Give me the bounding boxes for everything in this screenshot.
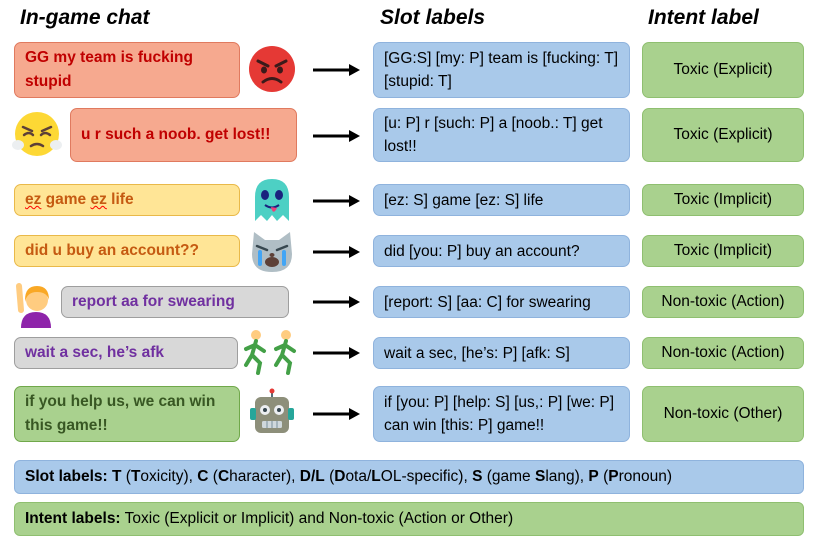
arrow-icon-1 xyxy=(313,64,360,76)
arrow-icon-5 xyxy=(313,296,360,308)
slot-label-1: [GG:S] [my: P] team is [fucking: T] [stu… xyxy=(373,42,630,98)
chat-text-2: u r such a noob. get lost!! xyxy=(81,126,271,143)
intent-label-7: Non-toxic (Other) xyxy=(642,386,804,442)
legend-hl-s: S xyxy=(534,468,546,485)
legend-code-p: P xyxy=(588,468,599,485)
intent-label-4: Toxic (Implicit) xyxy=(642,235,804,267)
legend-code-t: T xyxy=(112,468,122,485)
legend-word-game: game xyxy=(491,468,535,485)
slot-label-3: [ez: S] game [ez: S] life xyxy=(373,184,630,216)
raising-hand-woman-icon xyxy=(16,283,51,328)
chat-message-5: report aa for swearing xyxy=(61,286,289,318)
chat-text-7: if you help us, we can win this game!! xyxy=(25,393,216,434)
slot-text-6: wait a sec, [he’s: P] [afk: S] xyxy=(384,344,570,362)
legend-hl-t: T xyxy=(130,468,141,485)
legend-hl-c: C xyxy=(217,468,230,485)
chat-word-life: life xyxy=(106,191,134,208)
intent-text-5: Non-toxic (Action) xyxy=(661,293,785,310)
intent-text-7: Non-toxic (Other) xyxy=(663,405,783,422)
legend-code-dl: D/L xyxy=(299,468,325,485)
slot-text-7: if [you: P] [help: S] [us,: P] [we: P] c… xyxy=(384,394,615,434)
angry-face-icon xyxy=(249,46,295,92)
chat-message-4: did u buy an account?? xyxy=(14,235,240,267)
intent-labels-legend: Intent labels: Toxic (Explicit or Implic… xyxy=(14,502,804,536)
chat-message-1: GG my team is fucking stupid xyxy=(14,42,240,98)
arrow-icon-6 xyxy=(313,347,360,359)
legend-hl-p: P xyxy=(608,468,619,485)
header-slot-labels: Slot labels xyxy=(380,6,486,29)
legend-hl-d: D xyxy=(334,468,346,485)
legend-word-toxicity: oxicity xyxy=(140,468,184,485)
chat-word-game: game xyxy=(41,191,91,208)
arrow-icon-7 xyxy=(313,408,360,420)
slot-label-5: [report: S] [aa: C] for swearing xyxy=(373,286,630,318)
slot-label-4: did [you: P] buy an account? xyxy=(373,235,630,267)
slot-legend-content: Slot labels: T (Toxicity), C (Character)… xyxy=(25,468,673,485)
arrow-icon-3 xyxy=(313,195,360,207)
intent-text-1: Toxic (Explicit) xyxy=(673,61,773,78)
intent-legend-title: Intent labels: xyxy=(25,510,121,527)
intent-label-2: Toxic (Explicit) xyxy=(642,108,804,162)
legend-word-slang: lang xyxy=(545,468,575,485)
slot-label-2: [u: P] r [such: P] a [noob.: T] get lost… xyxy=(373,108,630,162)
intent-label-5: Non-toxic (Action) xyxy=(642,286,804,318)
chat-text-3: ez game ez life xyxy=(25,188,134,212)
intent-legend-content: Intent labels: Toxic (Explicit or Implic… xyxy=(25,510,513,528)
intent-label-1: Toxic (Explicit) xyxy=(642,42,804,98)
header-in-game-chat: In-game chat xyxy=(20,6,150,29)
legend-word-dota: ota/ xyxy=(345,468,372,485)
intent-label-6: Non-toxic (Action) xyxy=(642,337,804,369)
running-people-icon xyxy=(244,330,296,375)
slot-text-4: did [you: P] buy an account? xyxy=(384,242,580,260)
chat-text-1: GG my team is fucking stupid xyxy=(25,49,193,90)
slot-legend-title: Slot labels: xyxy=(25,468,108,485)
legend-word-pronoun: ronoun xyxy=(618,468,667,485)
legend-code-s: S xyxy=(472,468,483,485)
slot-text-5: [report: S] [aa: C] for swearing xyxy=(384,293,591,311)
slot-text-2: [u: P] r [such: P] a [noob.: T] get lost… xyxy=(384,115,603,155)
robot-icon xyxy=(250,388,294,433)
ghost-tongue-icon xyxy=(255,179,289,221)
legend-hl-l: L xyxy=(371,468,381,485)
triumph-face-icon xyxy=(12,112,62,156)
chat-text-5: report aa for swearing xyxy=(72,293,235,310)
legend-word-character: haracter xyxy=(229,468,287,485)
arrow-icon-4 xyxy=(313,246,360,258)
legend-code-c: C xyxy=(197,468,209,485)
slot-text-3: [ez: S] game [ez: S] life xyxy=(384,191,544,209)
intent-text-3: Toxic (Implicit) xyxy=(673,191,773,208)
crying-cat-icon xyxy=(252,232,292,272)
chat-message-6: wait a sec, he’s afk xyxy=(14,337,238,369)
header-intent-label: Intent label xyxy=(648,6,759,29)
chat-text-6: wait a sec, he’s afk xyxy=(25,344,165,361)
intent-text-2: Toxic (Explicit) xyxy=(673,126,773,143)
intent-text-6: Non-toxic (Action) xyxy=(661,344,785,361)
slot-label-6: wait a sec, [he’s: P] [afk: S] xyxy=(373,337,630,369)
slot-label-7: if [you: P] [help: S] [us,: P] [we: P] c… xyxy=(373,386,630,442)
chat-word-ez-1: ez xyxy=(25,191,42,208)
arrow-icon-2 xyxy=(313,130,360,142)
slot-text-1: [GG:S] [my: P] team is [fucking: T] [stu… xyxy=(384,50,618,90)
chat-text-4: did u buy an account?? xyxy=(25,242,199,259)
intent-text-4: Toxic (Implicit) xyxy=(673,242,773,259)
legend-word-lol: OL-specific xyxy=(380,468,459,485)
chat-word-ez-2: ez xyxy=(90,191,107,208)
intent-legend-text: Toxic (Explicit or Implicit) and Non-tox… xyxy=(124,510,514,527)
intent-label-3: Toxic (Implicit) xyxy=(642,184,804,216)
chat-message-2: u r such a noob. get lost!! xyxy=(70,108,297,162)
chat-message-3: ez game ez life xyxy=(14,184,240,216)
slot-labels-legend: Slot labels: T (Toxicity), C (Character)… xyxy=(14,460,804,494)
chat-message-7: if you help us, we can win this game!! xyxy=(14,386,240,442)
